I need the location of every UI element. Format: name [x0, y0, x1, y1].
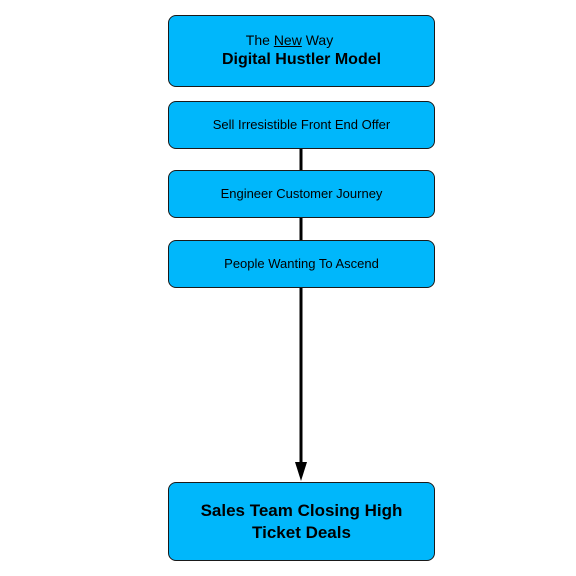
step-label: Sell Irresistible Front End Offer: [212, 117, 391, 132]
connector-arrowhead: [295, 462, 307, 481]
step-box-front-end-offer: Sell Irresistible Front End Offer: [168, 101, 435, 149]
step-box-people-ascend: People Wanting To Ascend: [168, 240, 435, 288]
result-box-sales-team: Sales Team Closing High Ticket Deals: [168, 482, 435, 561]
title-prefix: The: [245, 32, 270, 48]
step-label: Engineer Customer Journey: [220, 186, 383, 201]
title-tagline: The New Way: [246, 32, 333, 49]
title-emphasis: New: [273, 32, 302, 48]
title-suffix: Way: [305, 32, 334, 48]
title-box: The New Way Digital Hustler Model: [168, 15, 435, 87]
title-heading: Digital Hustler Model: [221, 51, 382, 68]
result-label: Sales Team Closing High Ticket Deals: [200, 500, 403, 542]
step-label: People Wanting To Ascend: [224, 256, 379, 271]
step-box-customer-journey: Engineer Customer Journey: [168, 170, 435, 218]
